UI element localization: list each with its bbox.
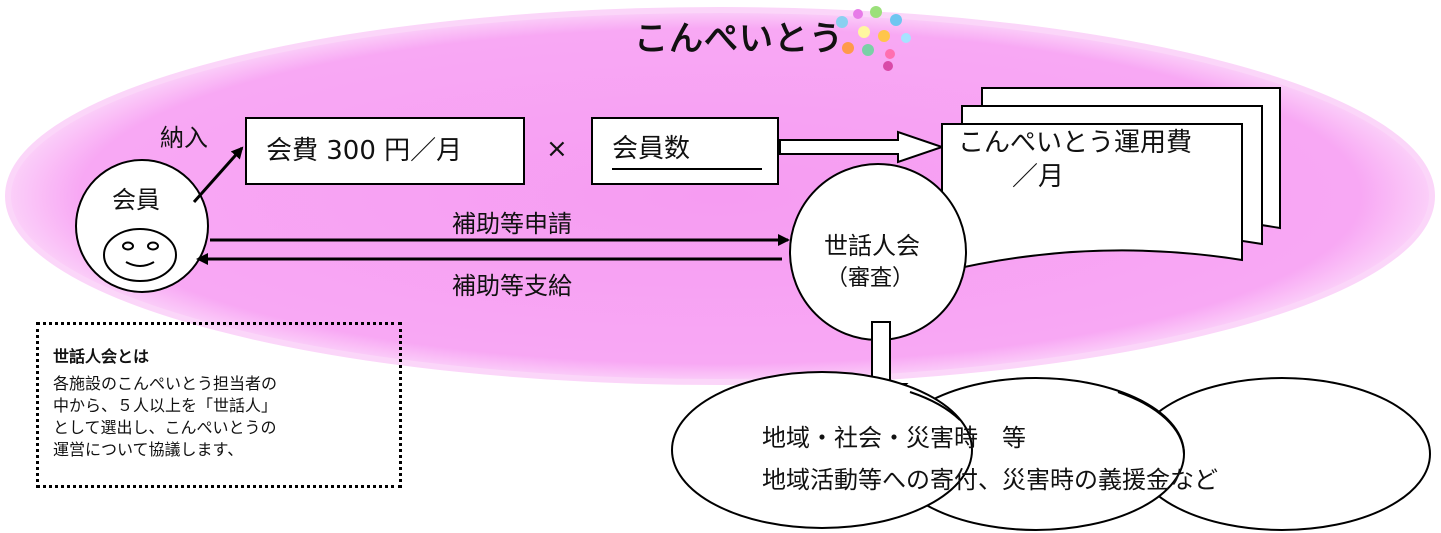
- pay-label: 補助等支給: [452, 272, 572, 300]
- note-line: 運営について協議します、: [53, 440, 244, 459]
- members-count-text: 会員数: [612, 136, 762, 170]
- note-line: として選出し、こんぺいとうの: [53, 418, 277, 437]
- operating-cost-document-stack: [941, 87, 1281, 274]
- payment-label: 納入: [160, 124, 208, 152]
- hollow-arrow-to-operating-cost: [779, 130, 946, 164]
- outcomes-line2: 地域活動等への寄付、災害時の義援金など: [762, 466, 1218, 494]
- smiley-face-icon: [103, 228, 177, 282]
- fee-text: 会費 300 円／月: [266, 136, 463, 166]
- apply-label: 補助等申請: [452, 210, 572, 238]
- operating-cost-line2: ／月: [1012, 162, 1065, 192]
- member-circle: [75, 159, 209, 293]
- multiply-symbol: ×: [546, 134, 568, 164]
- page-title: こんぺいとう: [634, 19, 844, 59]
- members-count-box: [591, 117, 779, 185]
- outcome-ellipse-1: [671, 371, 973, 529]
- committee-definition-note: 世話人会とは 各施設のこんぺいとう担当者の 中から、５人以上を「世話人」 として…: [36, 322, 402, 488]
- member-label: 会員: [112, 186, 160, 214]
- fee-box: [245, 117, 525, 185]
- committee-title: 世話人会: [824, 232, 920, 260]
- outcomes-line1: 地域・社会・災害時 等: [762, 424, 1026, 452]
- confetti-sparkles-icon: [836, 6, 911, 71]
- operating-cost-line1: こんぺいとう運用費: [958, 128, 1193, 158]
- note-line: 中から、５人以上を「世話人」: [53, 396, 278, 415]
- note-line: 各施設のこんぺいとう担当者の: [53, 374, 278, 393]
- committee-subtitle: （審査）: [826, 266, 915, 291]
- payment-arrow: [192, 146, 244, 203]
- note-title: 世話人会とは: [53, 347, 150, 366]
